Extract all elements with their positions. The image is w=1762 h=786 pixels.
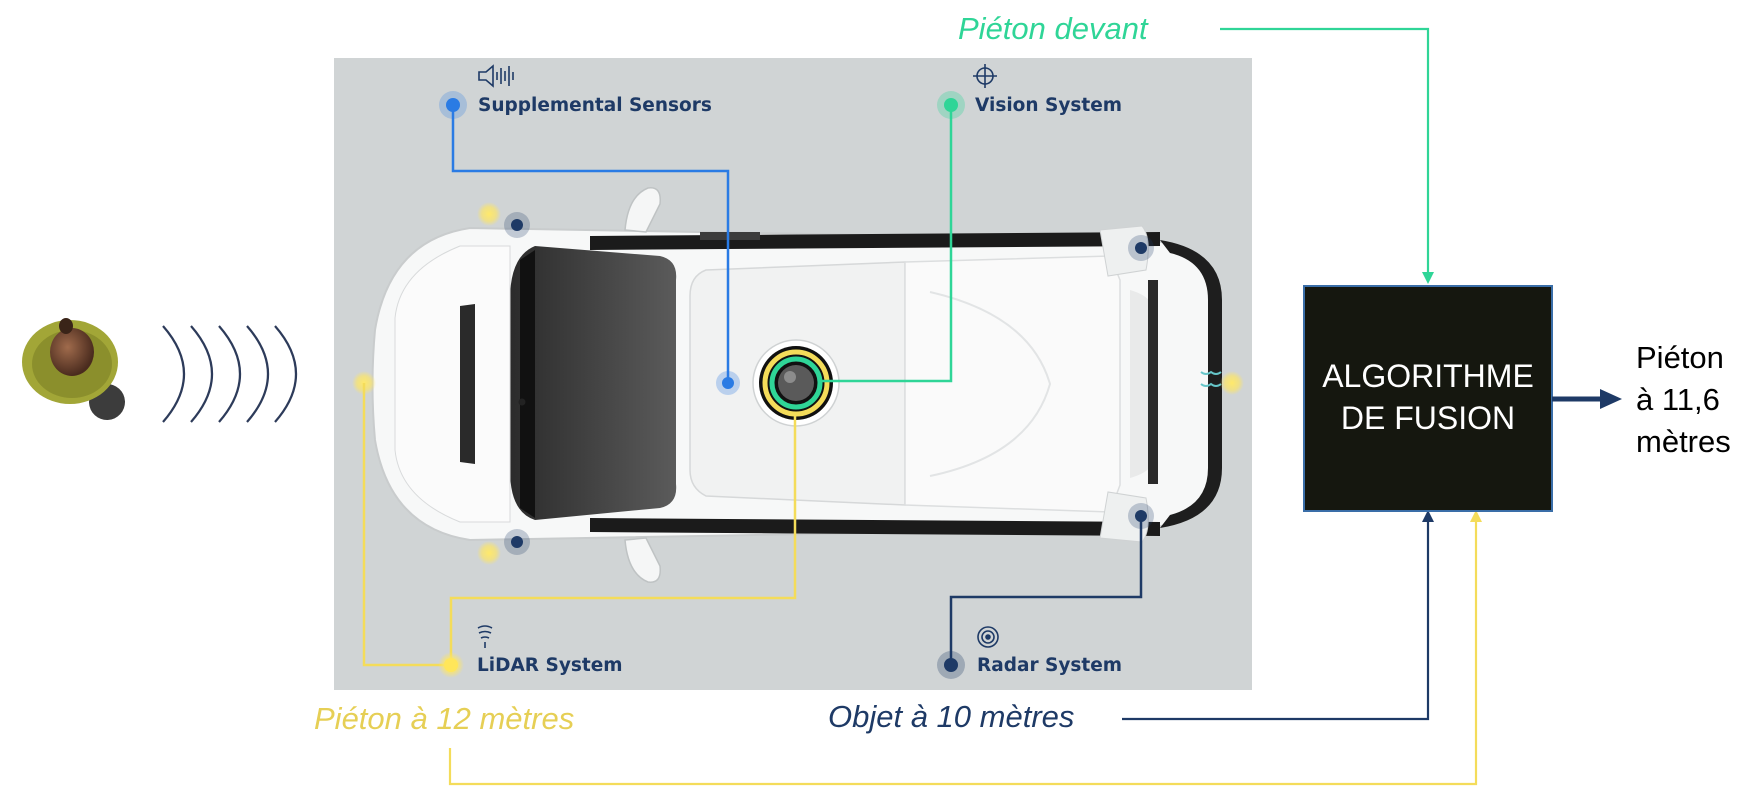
lidar-signal-icon [477, 625, 493, 648]
output-line-3: mètres [1636, 424, 1731, 459]
supplemental-sensors-label: Supplemental Sensors [478, 95, 712, 116]
lidar-connector [362, 383, 797, 678]
roof-sensor-dome [752, 339, 840, 427]
output-line-1: Piéton [1636, 340, 1724, 375]
supplemental-connector [439, 91, 740, 395]
speaker-soundwave-icon [478, 64, 514, 88]
vision-system-label: Vision System [975, 95, 1122, 116]
radar-detection-flow [1122, 510, 1434, 721]
fusion-algorithm-box: ALGORITHME DE FUSION [1303, 285, 1553, 512]
lidar-detection-label: Piéton à 12 mètres [314, 701, 574, 736]
pedestrian-topview-icon [22, 318, 125, 420]
fusion-line-1: ALGORITHME [1322, 358, 1534, 394]
fusion-line-2: DE FUSION [1341, 400, 1515, 436]
radar-sensor-dots [504, 212, 1154, 555]
signal-waves-icon [162, 325, 297, 423]
radar-system-label: Radar System [977, 655, 1122, 676]
camera-target-icon [973, 64, 997, 88]
radar-connector [937, 516, 1143, 679]
vision-connector [822, 91, 965, 383]
output-line-2: à 11,6 [1636, 382, 1720, 417]
vision-detection-label: Piéton devant [958, 11, 1149, 46]
lidar-system-label: LiDAR System [477, 655, 623, 676]
output-arrow [1552, 389, 1622, 409]
radar-rings-icon [977, 626, 999, 648]
vision-detection-flow [1220, 27, 1434, 284]
lidar-detection-flow [448, 510, 1482, 786]
car-topview-icon [371, 187, 1222, 583]
radar-detection-label: Objet à 10 mètres [828, 699, 1074, 734]
